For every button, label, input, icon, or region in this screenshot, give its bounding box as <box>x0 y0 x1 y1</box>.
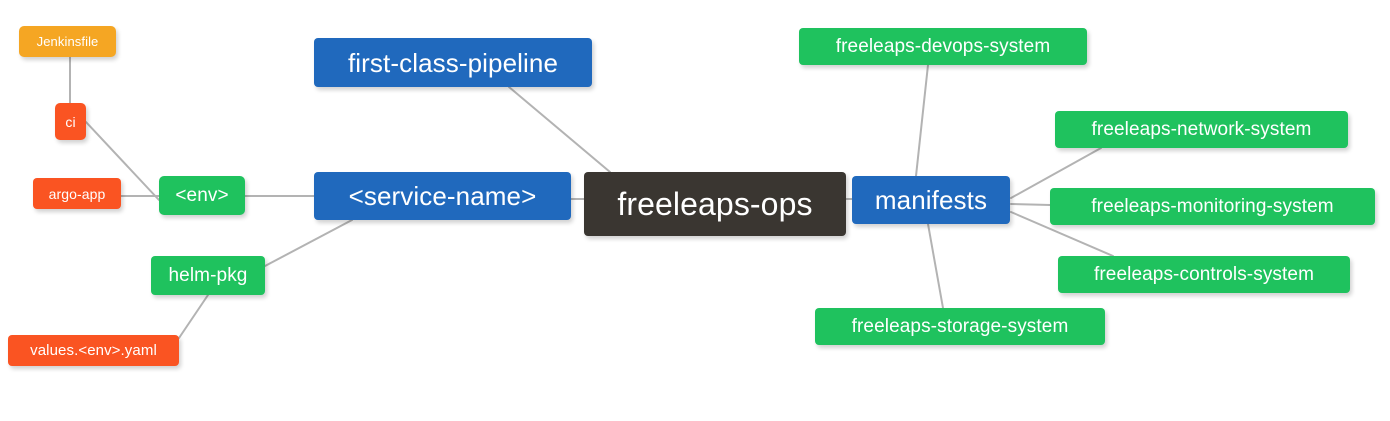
node-values-env-yaml[interactable]: values.<env>.yaml <box>8 335 179 366</box>
node-label-freeleaps-devops-system: freeleaps-devops-system <box>835 36 1051 57</box>
node-service-name[interactable]: <service-name> <box>314 172 571 220</box>
node-label-first-class-pipeline: first-class-pipeline <box>347 47 559 78</box>
node-label-ci: ci <box>65 113 76 130</box>
node-argo-app[interactable]: argo-app <box>33 178 121 209</box>
node-label-env: <env> <box>175 185 229 206</box>
edge-helm-pkg-to-service-name <box>264 219 353 267</box>
node-label-freeleaps-ops: freeleaps-ops <box>617 186 813 222</box>
node-freeleaps-monitoring-system[interactable]: freeleaps-monitoring-system <box>1050 188 1375 225</box>
node-label-argo-app: argo-app <box>48 185 106 202</box>
node-label-freeleaps-network-system: freeleaps-network-system <box>1091 119 1312 140</box>
edge-first-class-pipeline-to-freeleaps-ops <box>508 86 611 173</box>
node-label-service-name: <service-name> <box>348 181 537 211</box>
node-freeleaps-controls-system[interactable]: freeleaps-controls-system <box>1058 256 1350 293</box>
node-ci[interactable]: ci <box>55 103 86 140</box>
node-env[interactable]: <env> <box>159 176 245 215</box>
node-label-freeleaps-storage-system: freeleaps-storage-system <box>851 316 1069 337</box>
node-label-manifests: manifests <box>874 185 988 215</box>
node-freeleaps-ops[interactable]: freeleaps-ops <box>584 172 846 236</box>
node-first-class-pipeline[interactable]: first-class-pipeline <box>314 38 592 87</box>
node-helm-pkg[interactable]: helm-pkg <box>151 256 265 295</box>
node-jenkinsfile[interactable]: Jenkinsfile <box>19 26 116 57</box>
node-freeleaps-network-system[interactable]: freeleaps-network-system <box>1055 111 1348 148</box>
edge-values-env-yaml-to-helm-pkg <box>178 294 209 339</box>
node-label-values-env-yaml: values.<env>.yaml <box>30 342 157 359</box>
node-freeleaps-devops-system[interactable]: freeleaps-devops-system <box>799 28 1087 65</box>
edge-manifests-to-freeleaps-monitoring-system <box>1010 203 1051 206</box>
edge-manifests-to-freeleaps-storage-system <box>927 223 944 309</box>
node-manifests[interactable]: manifests <box>852 176 1010 224</box>
node-freeleaps-storage-system[interactable]: freeleaps-storage-system <box>815 308 1105 345</box>
edge-manifests-to-freeleaps-devops-system <box>915 64 929 177</box>
node-label-freeleaps-controls-system: freeleaps-controls-system <box>1093 264 1315 285</box>
node-label-jenkinsfile: Jenkinsfile <box>36 34 99 49</box>
node-label-freeleaps-monitoring-system: freeleaps-monitoring-system <box>1091 196 1334 217</box>
node-label-helm-pkg: helm-pkg <box>168 265 248 286</box>
